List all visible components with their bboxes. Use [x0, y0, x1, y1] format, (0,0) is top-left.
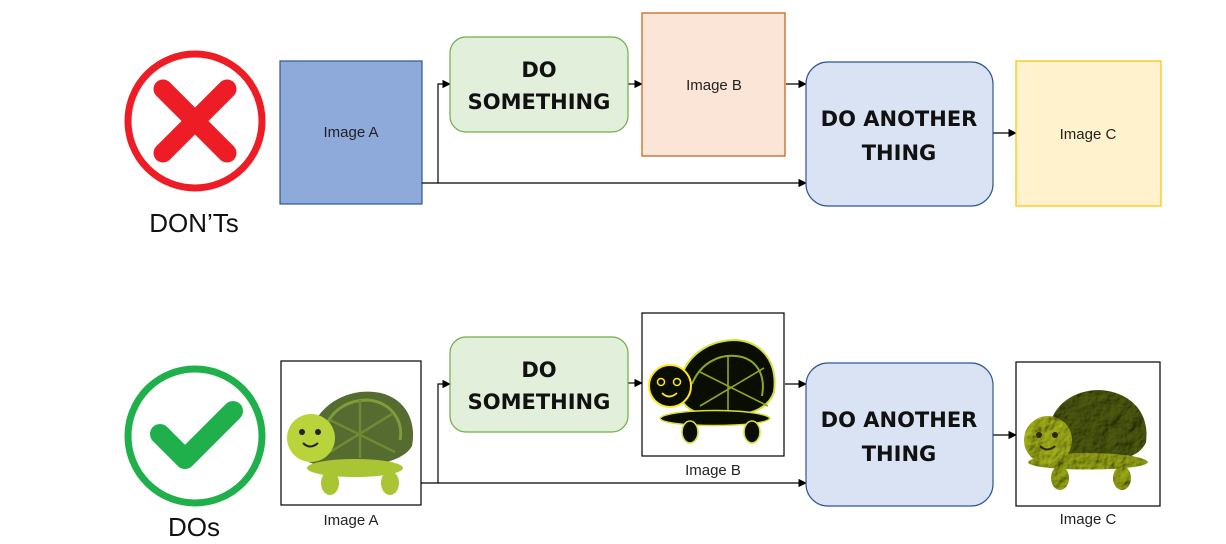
checkmark-icon: [124, 365, 266, 507]
turtle-edge-map-image: [648, 338, 776, 444]
dos-image-c-label: Image C: [1060, 511, 1117, 528]
dos-image-a-label: Image A: [323, 512, 378, 529]
donts-step2-line2: THING: [862, 141, 937, 165]
donts-image-a-label: Image A: [323, 124, 378, 141]
donts-image-c-label: Image C: [1060, 126, 1117, 143]
turtle-emoji-image: [287, 391, 414, 495]
donts-image-c-box: Image C: [1015, 60, 1162, 207]
dos-image-b-box: Image B: [641, 312, 785, 479]
dos-do-something-step: DO SOMETHING: [449, 336, 629, 433]
donts-step1-line1: DO: [521, 58, 556, 82]
donts-image-a-box: Image A: [279, 60, 423, 205]
dos-section: DOs Image A: [124, 312, 1161, 542]
dos-connectors: [421, 378, 1017, 488]
dos-step2-line2: THING: [862, 442, 937, 466]
dos-image-b-label: Image B: [685, 462, 741, 479]
dos-image-a-box: Image A: [280, 360, 422, 529]
donts-connectors: [422, 79, 1017, 188]
donts-image-b-label: Image B: [686, 77, 742, 94]
donts-section: DON’Ts Image A DO SOMETHING Image B: [124, 12, 1162, 238]
dos-label: DOs: [168, 512, 220, 542]
dos-step2-line1: DO ANOTHER: [821, 408, 978, 432]
dos-do-another-thing-step: DO ANOTHER THING: [805, 362, 994, 507]
donts-do-something-step: DO SOMETHING: [449, 36, 629, 133]
donts-image-b-box: Image B: [641, 12, 786, 157]
donts-step2-line1: DO ANOTHER: [821, 107, 978, 131]
donts-step1-line2: SOMETHING: [468, 90, 611, 114]
donts-do-another-thing-step: DO ANOTHER THING: [805, 61, 994, 207]
dos-step1-line2: SOMETHING: [468, 390, 611, 414]
donts-label: DON’Ts: [149, 208, 239, 238]
turtle-embossed-image: [1024, 390, 1148, 490]
dos-step1-line1: DO: [521, 358, 556, 382]
dos-image-c-box: Image C: [1015, 361, 1161, 528]
turtle-embossed-face: [1036, 432, 1058, 451]
cross-icon: [124, 50, 266, 192]
